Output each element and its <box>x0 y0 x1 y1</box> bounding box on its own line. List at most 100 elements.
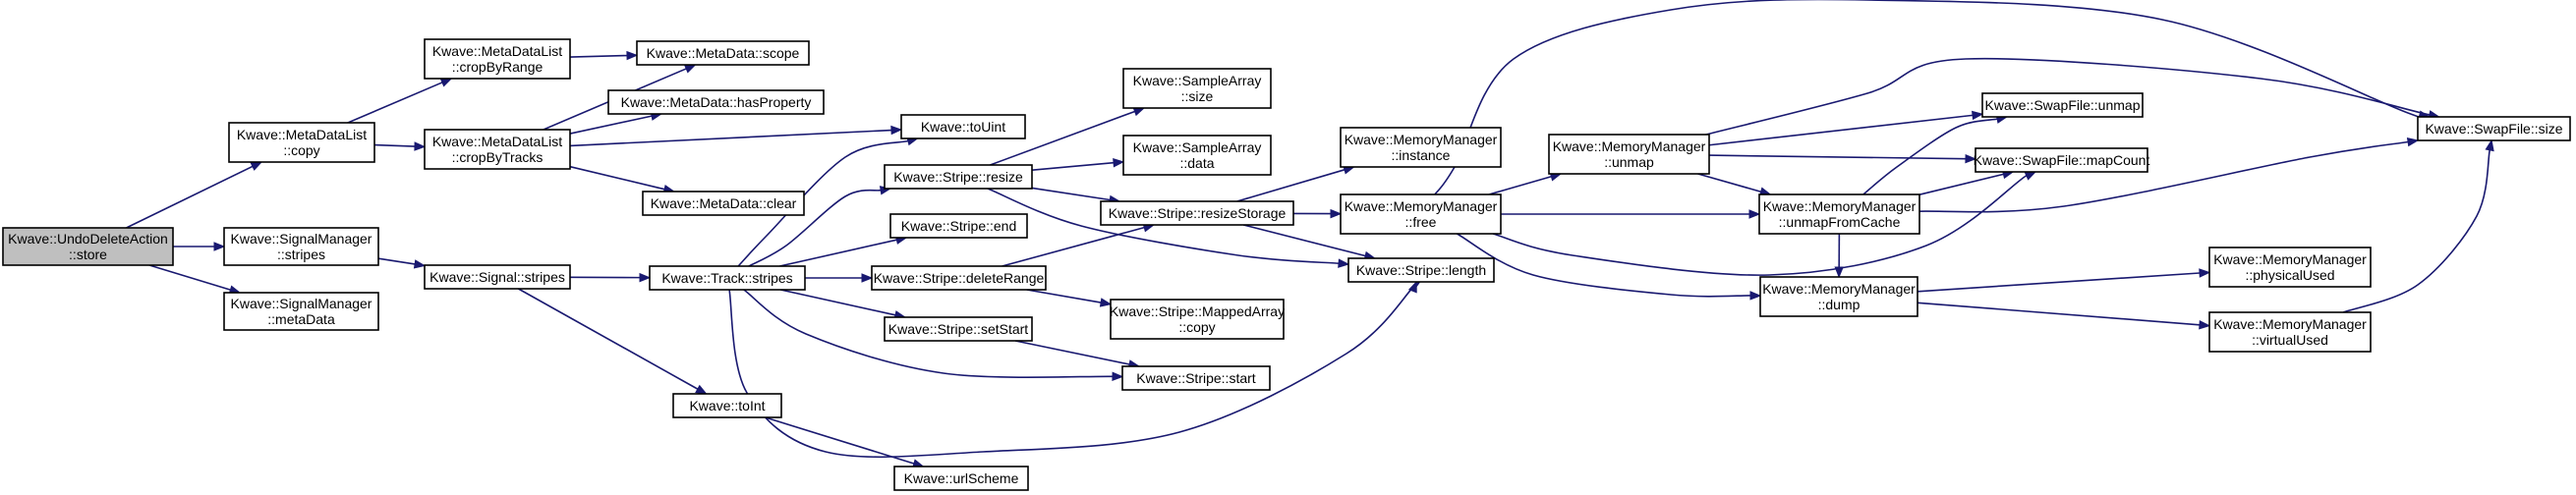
node-label: ::store <box>69 247 107 262</box>
edge-line <box>737 139 909 267</box>
edge-mm_unmap-to-sf_unmap <box>1708 110 1984 146</box>
node-box <box>2208 247 2372 288</box>
edge-line <box>1434 0 2432 195</box>
node-mm-unmap[interactable]: Kwave::MemoryManager::unmap <box>1548 134 1710 175</box>
node-label: Kwave::MemoryManager <box>1345 198 1498 214</box>
node-sf-mapcount[interactable]: Kwave::SwapFile::mapCount <box>1974 147 2150 173</box>
node-label: Kwave::Stripe::MappedArray <box>1110 303 1285 319</box>
node-sf-size[interactable]: Kwave::SwapFile::size <box>2417 116 2571 141</box>
node-toint[interactable]: Kwave::toInt <box>672 393 782 418</box>
node-mm-unmapfromcache[interactable]: Kwave::MemoryManager::unmapFromCache <box>1758 193 1920 235</box>
edge-arrowhead <box>1972 110 1984 121</box>
edge-line <box>1014 340 1130 365</box>
edge-line <box>1492 170 2033 276</box>
node-label: Kwave::MemoryManager <box>1345 132 1498 147</box>
edge-mm_free-to-mm_unmap <box>1488 172 1563 195</box>
node-urlscheme[interactable]: Kwave::urlScheme <box>893 466 1029 491</box>
nodes-layer: Kwave::UndoDeleteAction::store Kwave::Met… <box>2 38 2571 491</box>
edge-store-to-sm_metadata <box>148 264 242 295</box>
edge-mdl_cropbyrange-to-md_scope <box>569 50 639 61</box>
node-box <box>672 393 782 418</box>
edge-mm_unmapfromcache-to-sf_size <box>1918 137 2420 213</box>
node-box <box>1340 193 1502 235</box>
node-box <box>884 164 1033 190</box>
node-label: Kwave::Signal::stripes <box>429 269 565 285</box>
edge-store-to-sm_stripes <box>173 242 226 251</box>
edge-arrowhead <box>1748 209 1761 219</box>
node-mm-instance[interactable]: Kwave::MemoryManager::instance <box>1340 127 1502 168</box>
node-mm-physicalused[interactable]: Kwave::MemoryManager::physicalUsed <box>2208 247 2372 288</box>
edge-line <box>569 165 665 191</box>
node-sf-unmap[interactable]: Kwave::SwapFile::unmap <box>1981 92 2144 118</box>
edge-line <box>765 416 915 465</box>
node-track-stripes[interactable]: Kwave::Track::stripes <box>649 265 806 291</box>
edge-stripe_resize-to-stripe_length <box>987 188 1350 268</box>
node-md-scope[interactable]: Kwave::MetaData::scope <box>636 40 810 66</box>
node-box <box>636 40 810 66</box>
node-sa-size[interactable]: Kwave::SampleArray::size <box>1122 68 1272 109</box>
edge-arrowhead <box>250 161 263 171</box>
edge-arrowhead <box>1132 107 1146 117</box>
edge-arrowhead <box>1749 291 1762 301</box>
node-mdl-cropbytracks[interactable]: Kwave::MetaDataList::cropByTracks <box>424 129 571 170</box>
node-mm-virtualused[interactable]: Kwave::MemoryManager::virtualUsed <box>2208 311 2372 353</box>
node-stripe-length[interactable]: Kwave::Stripe::length <box>1347 257 1495 283</box>
node-stripe-end[interactable]: Kwave::Stripe::end <box>889 213 1028 239</box>
node-touint[interactable]: Kwave::toUint <box>900 114 1026 139</box>
node-label: ::copy <box>1178 319 1215 335</box>
edge-line <box>148 264 231 291</box>
node-label: Kwave::SwapFile::mapCount <box>1974 152 2150 168</box>
node-box <box>223 292 379 331</box>
node-stripe-deleterange[interactable]: Kwave::Stripe::deleteRange <box>871 265 1047 291</box>
node-mdl-copy[interactable]: Kwave::MetaDataList::copy <box>228 122 375 163</box>
edge-line <box>1918 173 2004 195</box>
node-label: Kwave::Stripe::resize <box>893 169 1023 185</box>
edge-line <box>728 280 1421 459</box>
node-box <box>893 466 1029 491</box>
node-label: ::data <box>1179 155 1214 171</box>
node-mm-free[interactable]: Kwave::MemoryManager::free <box>1340 193 1502 235</box>
node-label: Kwave::MemoryManager <box>1553 138 1706 154</box>
edge-line <box>780 289 896 316</box>
edge-track_stripes-to-stripe_deleterange <box>805 273 874 283</box>
edge-line <box>569 54 628 58</box>
node-box <box>1122 68 1272 109</box>
node-box <box>1100 200 1294 226</box>
node-sa-data[interactable]: Kwave::SampleArray::data <box>1122 135 1272 176</box>
node-md-clear[interactable]: Kwave::MetaData::clear <box>642 191 805 216</box>
node-label: Kwave::toUint <box>921 119 1005 135</box>
node-label: Kwave::MetaDataList <box>432 134 562 149</box>
node-sm-stripes[interactable]: Kwave::SignalManager::stripes <box>223 227 379 266</box>
node-label: Kwave::Stripe::deleteRange <box>874 270 1045 286</box>
node-box <box>1759 276 1918 317</box>
node-sma-copy[interactable]: Kwave::Stripe::MappedArray::copy <box>1110 299 1285 340</box>
node-box <box>1340 127 1502 168</box>
node-signal-stripes[interactable]: Kwave::Signal::stripes <box>424 264 571 290</box>
node-label: Kwave::SampleArray <box>1133 73 1262 88</box>
node-mdl-cropbyrange[interactable]: Kwave::MetaDataList::cropByRange <box>424 38 571 80</box>
node-label: ::physicalUsed <box>2245 267 2334 283</box>
edge-line <box>373 143 416 147</box>
node-stripe-setstart[interactable]: Kwave::Stripe::setStart <box>884 316 1033 342</box>
node-label: Kwave::toInt <box>689 398 765 413</box>
node-label: Kwave::MetaDataList <box>237 127 367 142</box>
edge-arrowhead <box>1338 258 1350 268</box>
node-stripe-resize[interactable]: Kwave::Stripe::resize <box>884 164 1033 190</box>
edge-arrowhead <box>1113 158 1125 168</box>
edge-signal_stripes-to-track_stripes <box>569 272 652 283</box>
edge-stripe_resizestorage-to-mm_free <box>1292 208 1343 219</box>
edge-line <box>1862 118 1998 195</box>
node-sm-metadata[interactable]: Kwave::SignalManager::metaData <box>223 292 379 331</box>
node-label: ::unmapFromCache <box>1779 214 1901 230</box>
edge-line <box>347 82 443 124</box>
node-label: ::dump <box>1818 297 1860 312</box>
node-box <box>649 265 806 291</box>
node-box <box>1121 365 1271 391</box>
node-md-hasproperty[interactable]: Kwave::MetaData::hasProperty <box>607 89 825 115</box>
node-mm-dump[interactable]: Kwave::MemoryManager::dump <box>1759 276 1918 317</box>
node-stripe-start[interactable]: Kwave::Stripe::start <box>1121 365 1271 391</box>
node-store[interactable]: Kwave::UndoDeleteAction::store <box>2 227 174 266</box>
node-label: ::instance <box>1392 147 1451 163</box>
node-stripe-resizestorage[interactable]: Kwave::Stripe::resizeStorage <box>1100 200 1294 226</box>
node-label: Kwave::MetaDataList <box>432 43 562 59</box>
